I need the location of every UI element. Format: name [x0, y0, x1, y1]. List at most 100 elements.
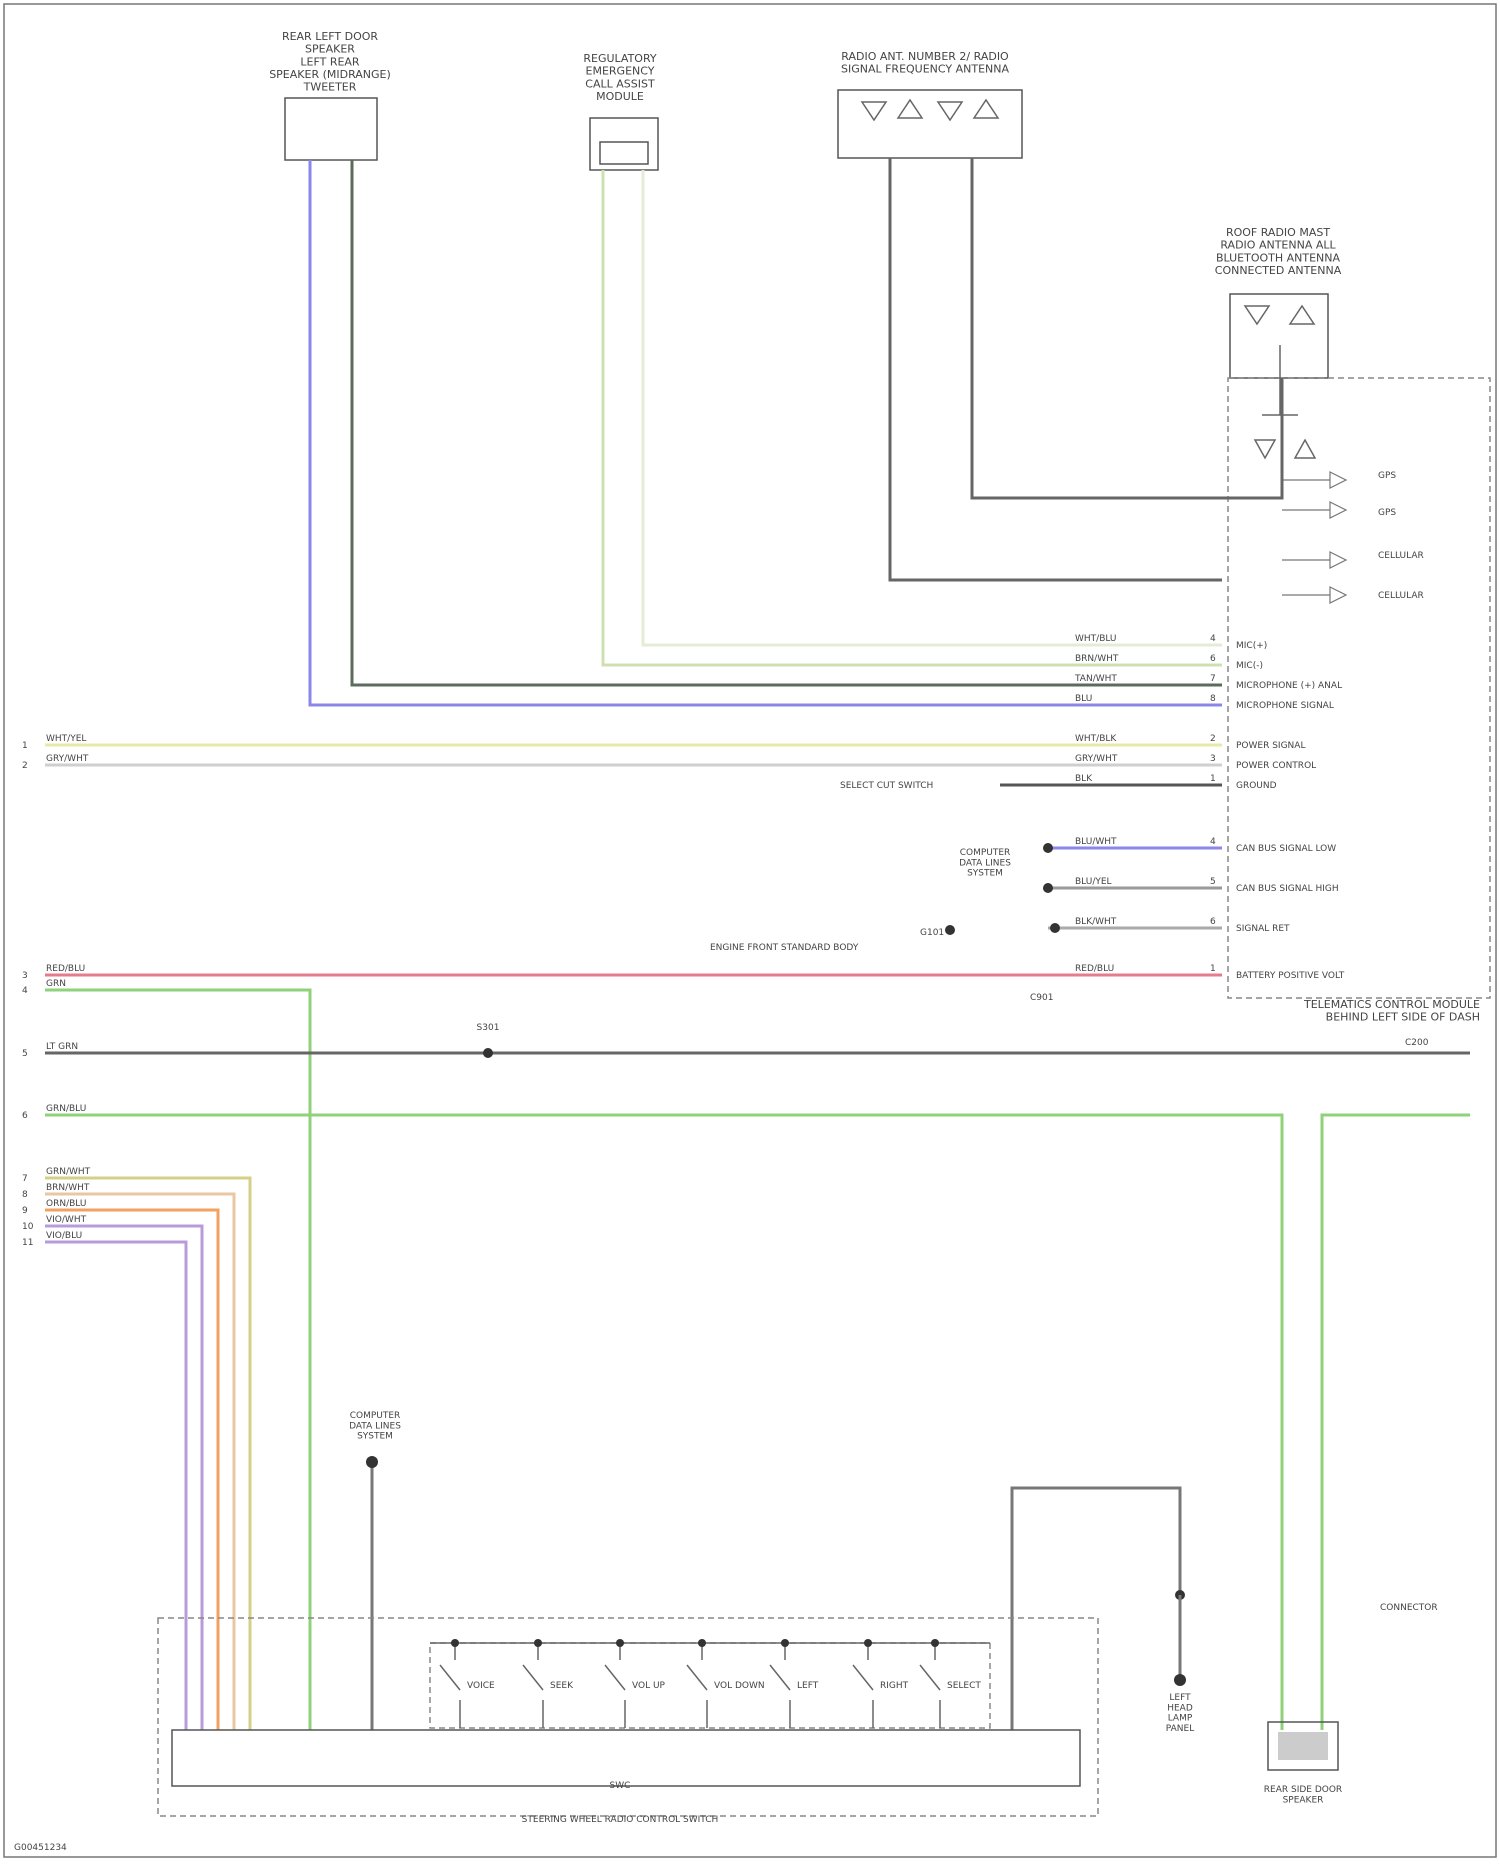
- switch-contact: [920, 1643, 940, 1728]
- switch-label: SELECT: [947, 1681, 981, 1691]
- switch-label: VOL DOWN: [714, 1681, 765, 1691]
- pin-row-signal: MICROPHONE (+) ANAL: [1236, 681, 1342, 691]
- pin-row-num: 5: [1210, 877, 1216, 887]
- switch-module-inner: SWC: [610, 1781, 631, 1791]
- switch-contact: [523, 1643, 543, 1728]
- pin-row-signal: SIGNAL RET: [1236, 924, 1290, 934]
- pin-row-wire: WHT/BLK: [1075, 734, 1117, 744]
- splice-2-label: G101: [920, 928, 944, 938]
- pin-row-signal: POWER CONTROL: [1236, 761, 1316, 771]
- pin-row-wire: BLU: [1075, 694, 1092, 704]
- switch-label: VOICE: [467, 1681, 495, 1691]
- left-feed-num: 4: [22, 986, 28, 996]
- switch-contact: [687, 1643, 707, 1728]
- switch-node: [534, 1639, 542, 1647]
- pin-row-wire: BLU/WHT: [1075, 837, 1117, 847]
- left-feed-label: BRN/WHT: [46, 1183, 90, 1193]
- left-feed-num: 10: [22, 1222, 34, 1232]
- left-feed-num: 2: [22, 761, 28, 771]
- left-feed-label: GRN/WHT: [46, 1167, 91, 1177]
- connector-label: C901: [1030, 993, 1053, 1003]
- pin-row-wire: WHT/BLU: [1075, 634, 1117, 644]
- left-feed-label: LT GRN: [46, 1042, 78, 1052]
- pin-row-num: 1: [1210, 964, 1216, 974]
- left-feed-num: 1: [22, 741, 28, 751]
- switch-contact: [770, 1643, 790, 1728]
- pin-row-signal: POWER SIGNAL: [1236, 741, 1305, 751]
- left-feed-num: 7: [22, 1174, 28, 1184]
- switch-label: SEEK: [550, 1681, 574, 1691]
- switch-contact: [853, 1643, 873, 1728]
- pin-row-num: 1: [1210, 774, 1216, 784]
- switch-contact: [605, 1643, 625, 1728]
- ground-text: SELECT CUT SWITCH: [840, 781, 933, 791]
- left-feed-label: GRN: [46, 979, 66, 989]
- splice-1-label: S301: [477, 1023, 500, 1033]
- left-feed-num: 5: [22, 1049, 28, 1059]
- left-feed-num: 6: [22, 1111, 28, 1121]
- left-feed-num: 11: [22, 1238, 33, 1248]
- pin-row-num: 4: [1210, 634, 1216, 644]
- left-feed-num: 9: [22, 1206, 28, 1216]
- ground-node-title: COMPUTERDATA LINESSYSTEM: [349, 1411, 401, 1442]
- pin-row-wire: RED/BLU: [1075, 964, 1114, 974]
- left-feed-num: 8: [22, 1190, 28, 1200]
- left-feed-num: 3: [22, 971, 28, 981]
- pin-row-wire: TAN/WHT: [1074, 674, 1117, 684]
- pin-row-wire: BRN/WHT: [1075, 654, 1119, 664]
- switch-node: [781, 1639, 789, 1647]
- switch-label: RIGHT: [880, 1681, 909, 1691]
- pin-row-num: 6: [1210, 654, 1216, 664]
- switch-contact: [440, 1643, 460, 1728]
- switch-label: LEFT: [797, 1681, 819, 1691]
- pin-row-num: 3: [1210, 754, 1216, 764]
- left-feed-label: ORN/BLU: [46, 1199, 86, 1209]
- switch-node: [616, 1639, 624, 1647]
- pin-row-num: 6: [1210, 917, 1216, 927]
- left-feed-label: WHT/YEL: [46, 734, 86, 744]
- pin-row-wire: BLK/WHT: [1075, 917, 1117, 927]
- left-feed-label: GRY/WHT: [46, 754, 89, 764]
- footer-id: G00451234: [14, 1843, 67, 1853]
- pin-row-signal: MIC(+): [1236, 641, 1267, 651]
- antenna-output-4: CELLULAR: [1378, 591, 1424, 601]
- switch-label: VOL UP: [632, 1681, 666, 1691]
- pin-row-signal: CAN BUS SIGNAL HIGH: [1236, 884, 1339, 894]
- pin-row-signal: MIC(-): [1236, 661, 1263, 671]
- antenna-output-1: GPS: [1378, 471, 1396, 481]
- switch-module-title: STEERING WHEEL RADIO CONTROL SWITCH: [522, 1815, 719, 1825]
- left-feed-label: RED/BLU: [46, 964, 85, 974]
- pin-row-signal: GROUND: [1236, 781, 1277, 791]
- pin-row-wire: GRY/WHT: [1075, 754, 1118, 764]
- ground-text-3: ENGINE FRONT STANDARD BODY: [710, 943, 859, 953]
- left-feed-label: VIO/WHT: [46, 1215, 87, 1225]
- switch-node: [931, 1639, 939, 1647]
- microphone-title: REGULATORYEMERGENCYCALL ASSISTMODULE: [583, 52, 657, 103]
- antenna-output-2: GPS: [1378, 508, 1396, 518]
- pin-row-num: 2: [1210, 734, 1216, 744]
- right-connector-label: CONNECTOR: [1380, 1603, 1438, 1613]
- pin-row-num: 8: [1210, 694, 1216, 704]
- antenna-output-3: CELLULAR: [1378, 551, 1424, 561]
- left-feed-label: VIO/BLU: [46, 1231, 82, 1241]
- pin-row-signal: MICROPHONE SIGNAL: [1236, 701, 1334, 711]
- connector-ref-label: C200: [1405, 1038, 1429, 1048]
- switch-node: [698, 1639, 706, 1647]
- left-feed-label: GRN/BLU: [46, 1104, 86, 1114]
- switch-node: [864, 1639, 872, 1647]
- pin-row-wire: BLU/YEL: [1075, 877, 1112, 887]
- pin-row-wire: BLK: [1075, 774, 1093, 784]
- pin-row-num: 4: [1210, 837, 1216, 847]
- pin-row-num: 7: [1210, 674, 1216, 684]
